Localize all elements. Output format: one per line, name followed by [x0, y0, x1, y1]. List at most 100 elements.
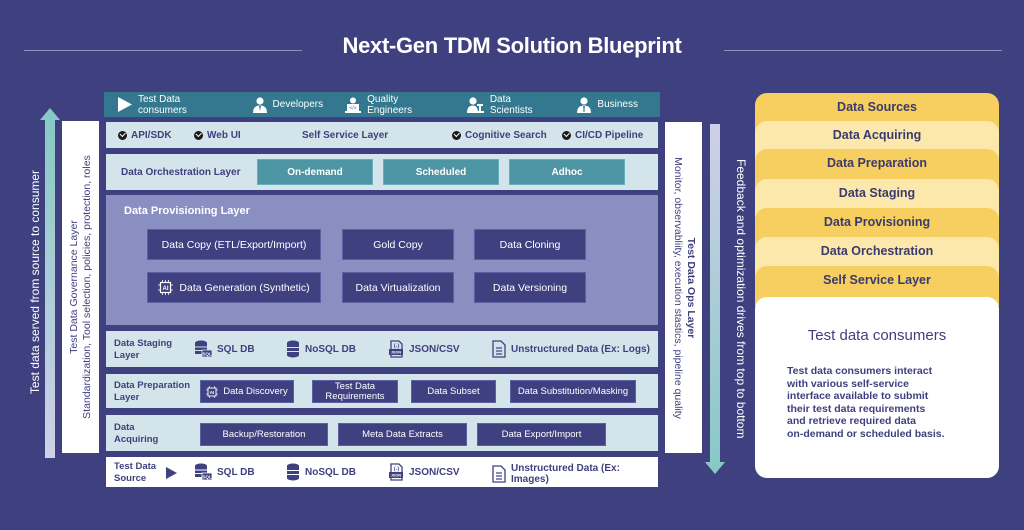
button-label: Data Discovery: [223, 385, 288, 397]
backup-restoration-button[interactable]: Backup/Restoration: [200, 423, 328, 446]
adhoc-button[interactable]: Adhoc: [509, 159, 625, 185]
svg-text:AI: AI: [163, 286, 169, 292]
item-label: NoSQL DB: [305, 343, 356, 355]
consumer-data-scientists[interactable]: Data Scientists: [466, 93, 556, 116]
item-label: SQL DB: [217, 343, 255, 355]
right-arrow-label: Feedback and optimization drives from to…: [734, 159, 748, 439]
staging-label: Data Staging Layer: [114, 338, 172, 362]
consumer-developers[interactable]: Developers: [252, 96, 323, 113]
label-line: Data: [114, 422, 135, 433]
consumer-test-data-consumers[interactable]: Test Data consumers: [118, 94, 231, 116]
database-icon: [286, 463, 300, 481]
play-icon: [166, 466, 177, 484]
governance-subtitle: Standardization, Tool selection, policie…: [80, 155, 93, 419]
governance-title: Test Data Governance Layer: [67, 220, 80, 354]
label-line: Source: [114, 473, 147, 484]
data-substitution-masking-button[interactable]: Data Substitution/Masking: [510, 380, 636, 403]
orchestration-label: Data Orchestration Layer: [121, 167, 241, 178]
source-item-sql-db[interactable]: SQL SQL DB: [194, 463, 255, 481]
on-demand-button[interactable]: On-demand: [257, 159, 373, 185]
check-circle-icon: [562, 131, 571, 140]
self-service-item-api-sdk[interactable]: API/SDK: [118, 130, 172, 141]
source-item-nosql-db[interactable]: NoSQL DB: [286, 463, 356, 481]
data-versioning-button[interactable]: Data Versioning: [474, 272, 586, 303]
governance-layer: Test Data Governance Layer Standardizati…: [62, 121, 99, 453]
json-file-icon: JSON{-}: [388, 340, 404, 358]
self-service-item-web-ui[interactable]: Web UI: [194, 130, 241, 141]
orchestration-layer: Data Orchestration Layer On-demand Sched…: [104, 152, 660, 192]
item-label: NoSQL DB: [305, 466, 356, 478]
consumer-label: Business: [597, 99, 638, 110]
arrow-up-icon: [40, 108, 60, 458]
button-label-line: Test Data: [334, 380, 376, 392]
quality-engineer-icon: </>: [345, 97, 362, 113]
consumer-business[interactable]: Business: [577, 96, 638, 113]
data-subset-button[interactable]: Data Subset: [411, 380, 496, 403]
consumer-quality-engineers[interactable]: </> Quality Engineers: [345, 94, 445, 116]
consumer-label: Data Scientists: [489, 93, 533, 116]
source-item-unstructured-data[interactable]: Unstructured Data (Ex: Images): [492, 463, 658, 485]
staging-item-json-csv[interactable]: JSON{-} JSON/CSV: [388, 340, 460, 358]
item-label: API/SDK: [131, 130, 172, 141]
page-title: Next-Gen TDM Solution Blueprint: [342, 33, 682, 58]
item-label: Unstructured Data (Ex: Images): [511, 463, 620, 485]
data-copy-button[interactable]: Data Copy (ETL/Export/Import): [147, 229, 321, 260]
label-line: Data Staging: [114, 338, 173, 349]
item-label: SQL DB: [217, 466, 255, 478]
test-data-requirements-button[interactable]: Test Data Requirements: [312, 380, 398, 403]
document-icon: [492, 465, 506, 483]
self-service-item-ci-cd-pipeline[interactable]: CI/CD Pipeline: [562, 130, 643, 141]
staging-item-sql-db[interactable]: SQL SQL DB: [194, 340, 255, 358]
data-generation-button[interactable]: AI Data Generation (Synthetic): [147, 272, 321, 303]
ops-title: Test Data Ops Layer: [684, 237, 697, 338]
scheduled-button[interactable]: Scheduled: [383, 159, 499, 185]
staging-item-nosql-db[interactable]: NoSQL DB: [286, 340, 356, 358]
self-service-layer: API/SDK Web UI Self Service Layer Cognit…: [104, 120, 660, 150]
label-line: Test Data: [114, 461, 157, 472]
provisioning-label: Data Provisioning Layer: [124, 205, 250, 217]
self-service-item-cognitive-search[interactable]: Cognitive Search: [452, 130, 547, 141]
item-label: CI/CD Pipeline: [575, 130, 644, 141]
item-label: Unstructured Data (Ex: Logs): [511, 343, 650, 355]
source-item-json-csv[interactable]: JSON{-} JSON/CSV: [388, 463, 460, 481]
consumer-label: Quality Engineers: [367, 93, 413, 116]
svg-text:{-}: {-}: [394, 344, 400, 350]
card-body: Test data consumers interact with variou…: [787, 365, 945, 440]
data-cloning-button[interactable]: Data Cloning: [474, 229, 586, 260]
item-label: JSON/CSV: [409, 466, 460, 478]
staging-item-unstructured-data[interactable]: Unstructured Data (Ex: Logs): [492, 340, 650, 358]
label-line: Layer: [114, 350, 140, 361]
ai-chip-icon: AI: [206, 385, 219, 398]
preparation-label: Data Preparation Layer: [114, 380, 190, 404]
check-circle-icon: [452, 131, 461, 140]
item-label: Web UI: [207, 130, 241, 141]
ai-chip-icon: AI: [158, 280, 174, 295]
business-person-icon: [577, 96, 592, 113]
data-scientist-icon: [466, 96, 484, 113]
svg-text:AI: AI: [210, 390, 215, 396]
title-rule-right: [724, 50, 1002, 51]
arrow-down-icon: [705, 124, 725, 474]
acquiring-layer: Data Acquiring Backup/Restoration Meta D…: [104, 413, 660, 453]
gold-copy-button[interactable]: Gold Copy: [342, 229, 454, 260]
data-export-import-button[interactable]: Data Export/Import: [477, 423, 606, 446]
source-label: Test Data Source: [114, 461, 156, 485]
label-line: Acquiring: [114, 434, 159, 445]
svg-text:JSON: JSON: [391, 351, 402, 355]
label-line: Data Preparation: [114, 380, 191, 391]
sql-database-icon: SQL: [194, 463, 212, 481]
acquiring-label: Data Acquiring: [114, 422, 158, 446]
ops-layer: Test Data Ops Layer Monitor, observablii…: [665, 122, 702, 453]
data-virtualization-button[interactable]: Data Virtualization: [342, 272, 454, 303]
developer-icon: [252, 96, 267, 113]
button-label-line: Requirements: [325, 390, 385, 402]
svg-text:JSON: JSON: [391, 474, 402, 478]
check-circle-icon: [118, 131, 127, 140]
svg-text:{-}: {-}: [394, 467, 400, 473]
provisioning-layer: Data Provisioning Layer Data Copy (ETL/E…: [104, 193, 660, 327]
data-discovery-button[interactable]: AI Data Discovery: [200, 380, 294, 403]
database-icon: [286, 340, 300, 358]
meta-data-extracts-button[interactable]: Meta Data Extracts: [338, 423, 467, 446]
consumer-label: Test Data consumers: [138, 93, 187, 116]
ops-subtitle: Monitor, observabliity, execution stasti…: [671, 156, 684, 419]
